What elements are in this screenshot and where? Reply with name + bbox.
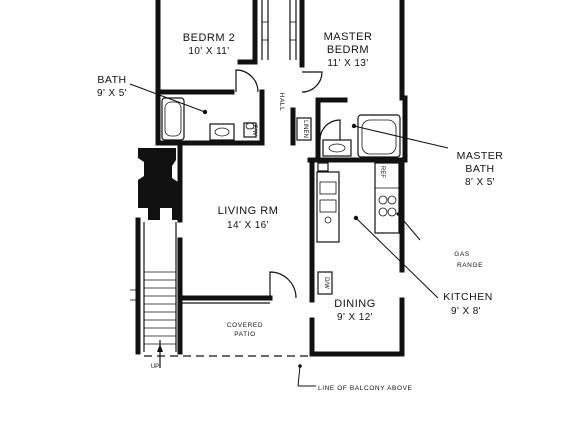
kitchen-name: KITCHEN (443, 291, 493, 303)
living-room-dims: 14' X 16' (227, 220, 269, 231)
master-bedroom-dims: 11' X 13' (327, 58, 368, 69)
leaders (129, 83, 449, 387)
closet-doors (261, 0, 297, 60)
fireplace (138, 148, 178, 220)
master-bath-name-1: MASTER (457, 150, 504, 162)
bath-fixtures (161, 97, 257, 141)
master-bath-name-2: BATH (465, 163, 494, 175)
bath-name: BATH (97, 74, 126, 86)
gas-range-label-2: RANGE (457, 262, 483, 269)
balcony-line-label: LINE OF BALCONY ABOVE (318, 385, 413, 392)
bath-dims: 9' X 5' (97, 88, 127, 99)
master-bath-fixtures (296, 114, 401, 158)
master-bedroom-name-2: BEDRM (327, 44, 369, 56)
bedroom2-name: BEDRM 2 (183, 32, 235, 44)
walls (155, 0, 408, 357)
gas-range-label-1: GAS (454, 251, 470, 258)
dishwasher-label: D/W (323, 277, 329, 289)
linen-label: LINEN (302, 120, 308, 138)
covered-patio-label-1: COVERED (227, 322, 263, 329)
kitchen-fixtures (311, 162, 400, 295)
refrigerator-label: REF (379, 166, 385, 178)
dining-name: DINING (334, 298, 376, 310)
covered-patio-label-2: PATIO (234, 331, 256, 338)
bedroom2-dims: 10' X 11' (188, 46, 229, 57)
living-room-name: LIVING RM (218, 205, 279, 217)
furnace-label: F/W (251, 125, 257, 136)
hall-label: HALL (278, 93, 285, 112)
door-swings (235, 69, 341, 299)
master-bedroom-name-1: MASTER (324, 31, 373, 43)
stairs-up-label: UP (151, 364, 159, 370)
stairs (130, 217, 177, 368)
master-bath-dims: 8' X 5' (465, 177, 495, 188)
kitchen-dims: 9' X 8' (451, 306, 481, 317)
dining-dims: 9' X 12' (337, 312, 373, 323)
